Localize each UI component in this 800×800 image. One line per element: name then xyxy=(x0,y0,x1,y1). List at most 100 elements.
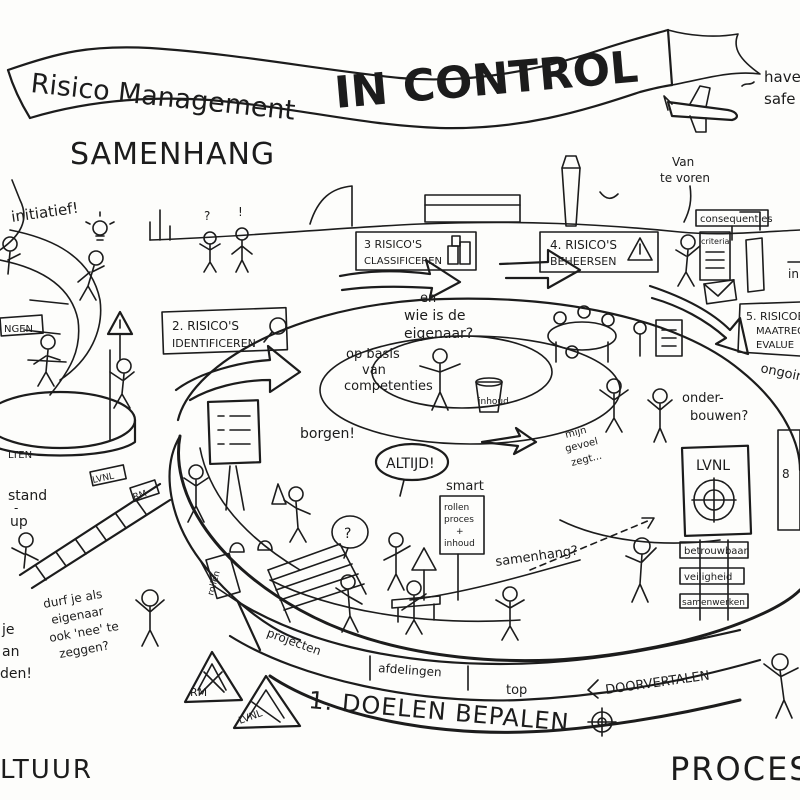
smart-sign: rollen proces + inhoud xyxy=(439,495,485,601)
label-smart: smart xyxy=(446,479,484,494)
heading-cultuur: LTUUR xyxy=(0,755,93,785)
step-3-subtitle: CLASSIFICEREN xyxy=(364,256,442,267)
person-figure xyxy=(763,653,799,719)
label-ongoing: ongoin xyxy=(759,361,800,385)
person-figure xyxy=(283,486,311,543)
stacked-barrels-icon xyxy=(447,235,471,265)
step-3-title: 3 RISICO'S xyxy=(364,238,422,251)
person-figure xyxy=(33,334,61,387)
envelope-icon xyxy=(703,279,738,305)
step-4-title: 4. RISICO'S xyxy=(550,238,617,252)
step-5-title: 5. RISICOBE xyxy=(746,310,800,323)
label-samenwerken: samenwerken xyxy=(682,598,745,608)
person-figure xyxy=(599,378,629,433)
person-figure xyxy=(77,250,105,301)
label-right-edge: in xyxy=(788,267,799,281)
step-2-subtitle: IDENTIFICEREN xyxy=(172,337,256,350)
tent-lvnl-icon xyxy=(232,674,302,730)
warning-sign-icon xyxy=(106,310,134,361)
step-4-subtitle: BEHEERSEN xyxy=(550,255,616,268)
step-arrow-shapes xyxy=(174,248,750,402)
label-competenties: competenties xyxy=(344,379,433,394)
person-figure xyxy=(647,388,673,443)
consequenties-sign: consequenties xyxy=(695,209,773,241)
stairs xyxy=(267,543,367,623)
label-op-basis: op basis xyxy=(346,347,400,362)
label-en: en xyxy=(420,291,436,306)
checklist-board xyxy=(206,399,262,511)
barrier-icon xyxy=(391,595,441,623)
label-lvnl-tent: LVNL xyxy=(237,708,264,727)
helmets-icon xyxy=(229,540,273,553)
person-figure xyxy=(11,532,39,569)
warning-sign-icon xyxy=(627,237,653,261)
person-figure xyxy=(2,236,21,275)
label-lvnl-ladder: LVNL xyxy=(92,472,116,486)
warning-sign-icon xyxy=(411,547,437,601)
tent-rm-icon xyxy=(183,650,244,704)
label-van-2: van xyxy=(362,363,386,378)
person-figure xyxy=(183,464,209,523)
bucket-inhoud-icon: inhoud xyxy=(475,377,509,413)
label-left-fragment-3: den! xyxy=(0,666,32,682)
value-sign-veiligheid: veiligheid xyxy=(679,567,745,585)
label-criteria: criteria xyxy=(701,237,729,246)
smart-item-1: rollen xyxy=(444,503,469,513)
heading-samenhang: SAMENHANG xyxy=(70,137,275,172)
smart-item-4: inhoud xyxy=(444,539,475,549)
label-lten: LTEN xyxy=(8,450,32,461)
value-sign-samenwerken: samenwerken xyxy=(679,593,749,609)
meeting-table xyxy=(547,305,617,363)
left-spiral-tower xyxy=(0,179,137,457)
label-betrouwbaar: betrouwbaar xyxy=(684,546,749,557)
ladder-icon xyxy=(18,482,172,590)
label-rm-ladder: RM xyxy=(132,489,148,503)
label-top: top xyxy=(506,683,527,698)
altijd-speech-bubble: ALTIJD! xyxy=(374,442,450,497)
label-afdelingen: afdelingen xyxy=(378,661,442,679)
heading-proces: PROCES xyxy=(670,750,800,788)
step-2-title: 2. RISICO'S xyxy=(172,319,239,333)
magnifier-icon xyxy=(263,317,287,343)
label-eigenaar: eigenaar? xyxy=(404,326,473,342)
label-veiligheid: veiligheid xyxy=(684,572,732,583)
step-3-box: 3 RISICO'S CLASSIFICEREN xyxy=(355,231,477,271)
label-samenhang-q: samenhang? xyxy=(494,544,579,570)
step-5-box: 5. RISICOBE MAATREG EVALUE xyxy=(737,301,800,357)
note-have: have xyxy=(764,68,800,86)
criteria-board: criteria xyxy=(699,231,731,281)
note-safe: safe xyxy=(764,90,796,108)
lightbulb-icon xyxy=(85,211,115,241)
label-doorvertalen: DOORVERTALEN xyxy=(604,668,710,697)
person-figure xyxy=(135,589,165,647)
person-figure xyxy=(675,234,701,287)
smart-item-2: proces xyxy=(444,515,474,525)
label-onder: onder- xyxy=(682,391,724,406)
label-van: Van xyxy=(672,155,694,169)
label-ngen: NGEN xyxy=(4,324,33,335)
lvnl-target-board: LVNL xyxy=(680,444,753,621)
label-consequenties: consequenties xyxy=(700,214,773,225)
svg-text:!: ! xyxy=(238,205,243,219)
label-te-voren: te voren xyxy=(660,171,710,185)
person-figure xyxy=(109,358,135,409)
value-sign-betrouwbaar: betrouwbaar xyxy=(679,541,749,559)
airplane-icon xyxy=(663,81,755,133)
step-5-subtitle-2: EVALUE xyxy=(756,340,794,351)
svg-text:?: ? xyxy=(344,526,351,542)
label-inhoud: inhoud xyxy=(478,397,509,407)
person-figure xyxy=(419,348,461,411)
step-5-subtitle: MAATREG xyxy=(756,326,800,337)
label-right-edge-2: 8 xyxy=(782,467,790,481)
label-altijd: ALTIJD! xyxy=(386,456,435,472)
label-mijn: mijn xyxy=(564,425,588,441)
person-figure xyxy=(625,537,657,603)
person-figure xyxy=(495,586,525,641)
label-bouwen: bouwen? xyxy=(690,409,748,424)
skyline xyxy=(149,155,800,241)
label-left-fragment-2: an xyxy=(2,644,19,660)
label-stand: stand xyxy=(8,488,47,504)
label-stand-dash: - xyxy=(14,501,18,515)
